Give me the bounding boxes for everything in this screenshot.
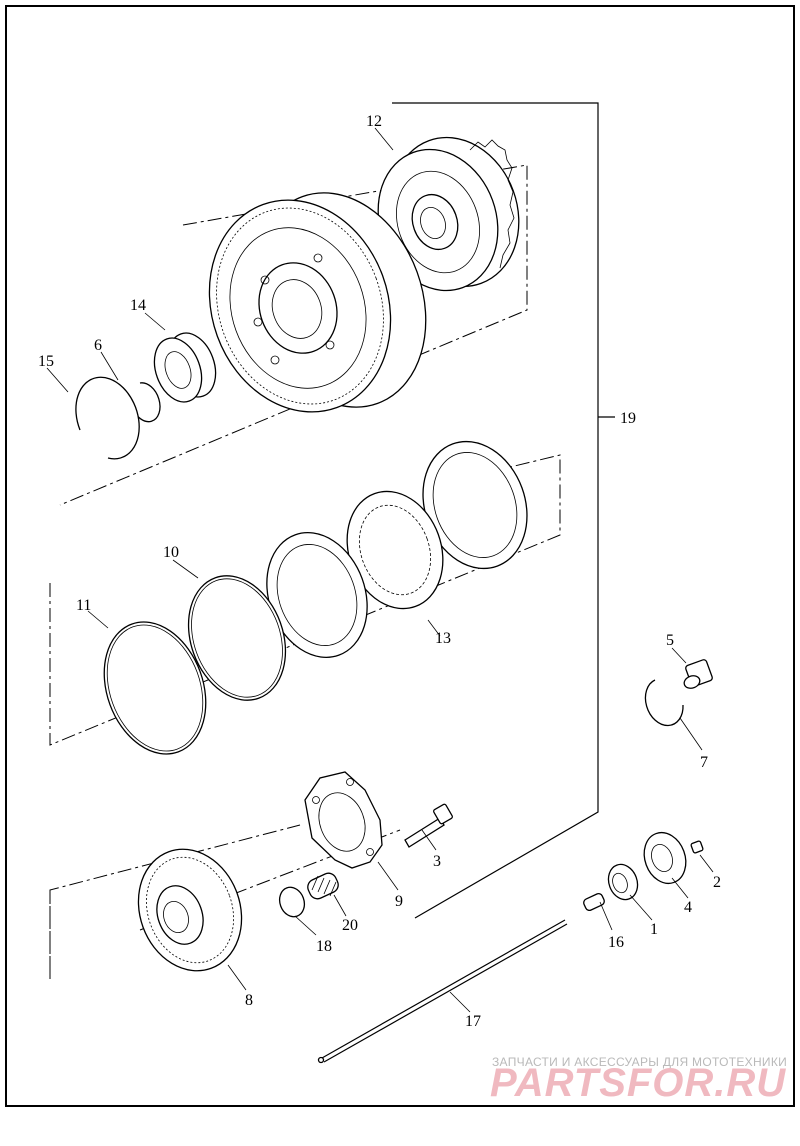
callout-1: 1 (650, 921, 658, 938)
part-11-ring (103, 621, 207, 755)
callout-16: 16 (608, 934, 624, 951)
part-17-push-rod (317, 919, 568, 1064)
bracket-line-19 (392, 102, 599, 919)
callout-6: 6 (94, 337, 102, 354)
part-15-retaining-ring (75, 376, 140, 460)
part-5-plug (683, 659, 713, 689)
callout-12: 12 (366, 113, 382, 130)
callout-17: 17 (465, 1013, 481, 1030)
callout-4: 4 (684, 899, 692, 916)
part-3-bolt (404, 803, 453, 848)
part-13-clutch-plates (266, 440, 528, 658)
part-16-bushing (583, 893, 605, 911)
callout-2: 2 (713, 874, 721, 891)
callout-3: 3 (433, 853, 441, 870)
callout-9: 9 (395, 893, 403, 910)
leader-lines (46, 127, 714, 1013)
part-4-adjuster (643, 831, 687, 885)
part-20-spring (307, 872, 339, 900)
part-2-nut (690, 840, 704, 854)
callout-5: 5 (666, 632, 674, 649)
part-7-snap-ring (644, 679, 684, 727)
callout-8: 8 (245, 992, 253, 1009)
callout-10: 10 (163, 544, 179, 561)
callout-19: 19 (620, 410, 636, 427)
part-clutch-basket (208, 192, 427, 413)
watermark-subtitle: ЗАПЧАСТИ И АКСЕССУАРЫ ДЛЯ МОТОТЕХНИКИ (492, 1055, 787, 1069)
callout-14: 14 (130, 297, 146, 314)
callout-7: 7 (700, 754, 708, 771)
part-10-ring (187, 575, 287, 701)
part-14-bearing (153, 332, 217, 403)
callout-18: 18 (316, 938, 332, 955)
callout-20: 20 (342, 917, 358, 934)
page-border (5, 5, 795, 1107)
part-9-plate (304, 771, 383, 869)
part-8-pressure-plate (137, 848, 243, 972)
dash-box-middle (49, 454, 561, 746)
watermark-brand: PARTSFOR.RU (490, 1061, 786, 1105)
part-18-washer (278, 886, 306, 918)
callout-15: 15 (38, 353, 54, 370)
part-1-bearing (607, 863, 639, 901)
callout-13: 13 (435, 630, 451, 647)
callout-11: 11 (76, 597, 91, 614)
